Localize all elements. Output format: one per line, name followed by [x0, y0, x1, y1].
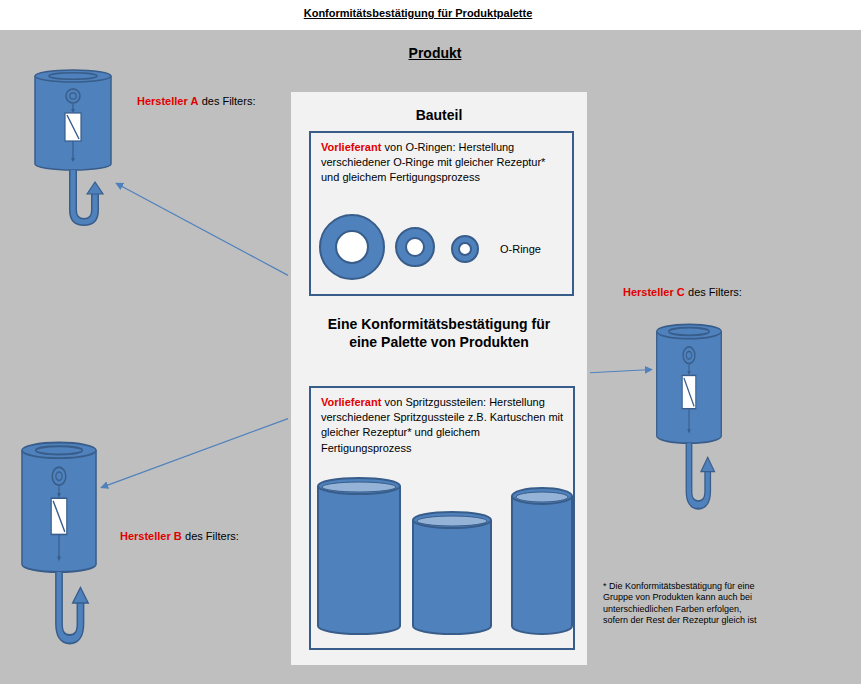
manufacturer-suffix: des Filters:: [185, 530, 239, 542]
supply-arrow: [590, 370, 652, 373]
manufacturer-name: Hersteller A: [137, 95, 198, 107]
supply-arrow: [101, 419, 288, 488]
manufacturer-label: Hersteller Cdes Filters:: [623, 286, 742, 298]
footnote: * Die Konformitätsbestätigung für eine G…: [603, 581, 765, 626]
page-title: Konformitätsbestätigung für Produktpalet…: [0, 7, 836, 19]
filter-illustration: [655, 322, 723, 512]
supplier-role: Vorlieferant: [321, 141, 381, 153]
component-panel: BauteilEine Konformitätsbestätigung für …: [291, 92, 587, 665]
panel-statement: Eine Konformitätsbestätigung für eine Pa…: [324, 316, 554, 351]
filter-node: Hersteller Cdes Filters:: [655, 322, 723, 512]
manufacturer-suffix: des Filters:: [688, 286, 742, 298]
supplier-text: Vorlieferantvon O-Ringen: Herstellung ve…: [321, 140, 553, 186]
manufacturer-suffix: des Filters:: [202, 95, 256, 107]
filter-illustration: [20, 440, 98, 647]
supplier-text: Vorlieferantvon Spritzgussteilen: Herste…: [321, 395, 569, 456]
manufacturer-name: Hersteller C: [623, 286, 685, 298]
manufacturer-label: Hersteller A des Filters:: [137, 95, 255, 107]
filter-illustration: [33, 68, 113, 228]
section-heading: Produkt: [385, 45, 485, 61]
supplier-box: Vorlieferantvon Spritzgussteilen: Herste…: [309, 386, 575, 650]
part-name: O-Ringe: [500, 243, 541, 255]
panel-heading: Bauteil: [291, 107, 587, 123]
supplier-box: Vorlieferantvon O-Ringen: Herstellung ve…: [309, 131, 574, 296]
manufacturer-name: Hersteller B: [120, 530, 182, 542]
supplier-role: Vorlieferant: [321, 396, 381, 408]
supply-arrow: [116, 183, 288, 275]
manufacturer-label: Hersteller Bdes Filters:: [120, 530, 239, 542]
filter-node: Hersteller Bdes Filters:: [20, 440, 98, 647]
filter-node: Hersteller Ades Filters:: [33, 68, 113, 228]
